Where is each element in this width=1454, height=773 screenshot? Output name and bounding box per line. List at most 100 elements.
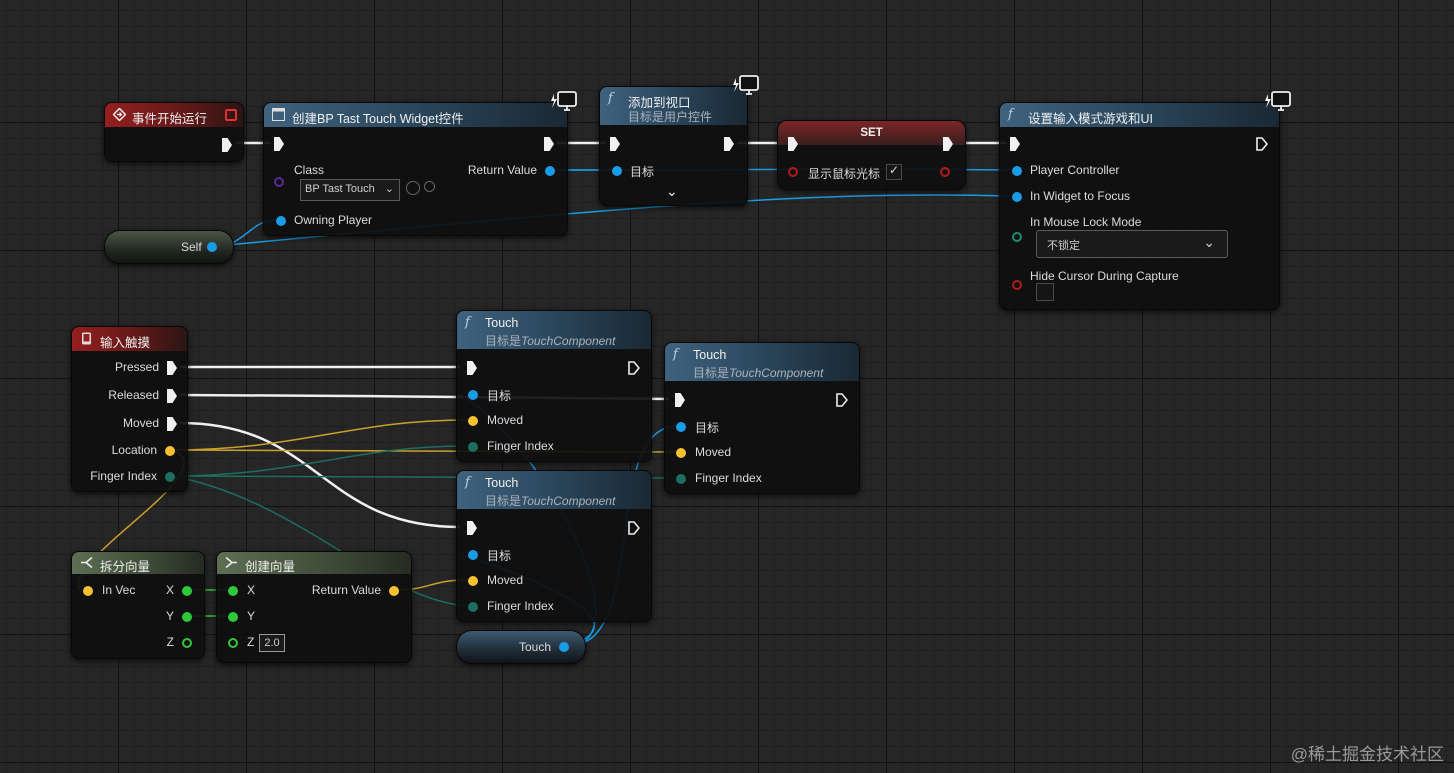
exec-wire [179,421,461,529]
node-subtitle-prefix: 目标是 [485,334,522,348]
x-out-pin[interactable] [182,586,192,596]
node-set-show-cursor[interactable]: SET 显示鼠标光标 ✓ [777,120,966,190]
widget-focus-label: In Widget to Focus [1030,189,1131,203]
x-in-pin[interactable] [228,586,238,596]
moved-exec-pin[interactable] [167,417,177,431]
exec-out-pin[interactable] [544,137,554,151]
class-dropdown[interactable]: BP Tast Touch ⌄ [300,179,400,201]
released-exec-pin[interactable] [167,389,177,403]
show-cursor-checkbox[interactable]: ✓ [886,163,902,180]
node-touch-moved[interactable]: f Touch 目标是TouchComponent 目标 Moved Finge… [456,470,652,622]
class-pin[interactable] [274,177,284,187]
node-title: SET [860,127,883,139]
bool-in-pin[interactable] [788,167,798,177]
finger-index-pin[interactable] [165,472,175,482]
location-pin[interactable] [165,446,175,456]
bool-out-pin[interactable] [940,167,950,177]
node-touch-released[interactable]: f Touch 目标是TouchComponent 目标 Moved Finge… [664,342,860,494]
widget-focus-pin[interactable] [1012,192,1022,202]
return-value-pin[interactable] [389,586,399,596]
moved-pin[interactable] [676,448,686,458]
node-touch-pressed[interactable]: f Touch 目标是TouchComponent 目标 Moved Finge… [456,310,652,462]
function-icon: f [465,315,470,330]
hide-cursor-pin[interactable] [1012,280,1022,290]
y-out-pin[interactable] [182,612,192,622]
node-input-touch[interactable]: 输入触摸 Pressed Released Moved Location Fin… [71,326,188,492]
class-value: BP Tast Touch [305,183,375,195]
finger-index-label: Finger Index [487,599,554,613]
pressed-exec-pin[interactable] [167,361,177,375]
node-event-begin-play[interactable]: 事件开始运行 [104,102,244,162]
browse-icon[interactable] [406,181,420,195]
finger-index-pin[interactable] [468,602,478,612]
search-icon[interactable] [424,181,435,192]
z-out-pin[interactable] [182,638,192,648]
z-in-pin[interactable] [228,638,238,648]
mouse-lock-dropdown[interactable]: 不锁定 ⌄ [1036,230,1228,258]
target-pin[interactable] [676,422,686,432]
return-value-label: Return Value [467,163,537,177]
node-subtitle-class: TouchComponent [521,494,616,508]
node-self[interactable]: Self [104,230,234,264]
in-vec-pin[interactable] [83,586,93,596]
mouse-lock-value: 不锁定 [1047,240,1080,252]
node-title: 设置输入模式游戏和UI [1028,112,1154,126]
return-value-pin[interactable] [545,166,555,176]
exec-out-pin[interactable] [724,137,734,151]
z-label: Z [247,635,255,649]
delegate-pin[interactable] [225,109,237,121]
mouse-lock-pin[interactable] [1012,232,1022,242]
node-set-input-mode[interactable]: f 设置输入模式游戏和UI Player Controller In Widge… [999,102,1280,310]
node-touch-variable[interactable]: Touch [456,630,586,664]
finger-index-label: Finger Index [90,469,157,483]
finger-index-pin[interactable] [468,442,478,452]
node-break-vector[interactable]: 拆分向量 In Vec X Y Z [71,551,205,659]
player-controller-pin[interactable] [1012,166,1022,176]
exec-in-pin[interactable] [675,393,685,407]
node-add-to-viewport[interactable]: f 添加到视口 目标是用户控件 目标 ⌄ [599,86,748,206]
node-make-vector[interactable]: 创建向量 X Y Z 2.0 Return Value [216,551,412,663]
exec-out-pin[interactable] [836,393,848,407]
dropdown-icon: ⌄ [1203,234,1215,250]
exec-out-pin[interactable] [628,361,640,375]
exec-out-pin[interactable] [1256,137,1268,151]
released-label: Released [108,388,159,402]
chevron-down-icon[interactable]: ⌄ [666,183,678,199]
exec-out-pin[interactable] [628,521,640,535]
target-pin[interactable] [468,550,478,560]
z-value-input[interactable]: 2.0 [259,634,285,652]
exec-out-pin[interactable] [943,137,953,151]
exec-out-pin[interactable] [222,138,232,152]
target-pin[interactable] [468,390,478,400]
moved-label: Moved [695,445,732,459]
self-out-pin[interactable] [207,242,217,252]
node-create-widget[interactable]: 创建BP Tast Touch Widget控件 Class BP Tast T… [263,102,568,236]
moved-pin[interactable] [468,576,478,586]
moved-label: Moved [487,573,524,587]
node-subtitle: 目标是用户控件 [628,110,713,124]
node-header: SET [778,121,965,145]
node-header: f Touch 目标是TouchComponent [665,343,859,381]
target-label: 目标 [695,421,720,435]
y-in-pin[interactable] [228,612,238,622]
exec-in-pin[interactable] [274,137,284,151]
node-subtitle-class: TouchComponent [521,334,616,348]
moved-pin[interactable] [468,416,478,426]
owning-player-pin[interactable] [276,216,286,226]
target-pin[interactable] [612,166,622,176]
function-icon: f [1008,107,1013,122]
hide-cursor-checkbox[interactable] [1036,283,1054,301]
node-title: 添加到视口 [628,96,691,110]
exec-in-pin[interactable] [788,137,798,151]
exec-in-pin[interactable] [610,137,620,151]
node-header: f Touch 目标是TouchComponent [457,311,651,349]
touch-variable-out-pin[interactable] [559,642,569,652]
exec-in-pin[interactable] [467,361,477,375]
exec-in-pin[interactable] [1010,137,1020,151]
exec-in-pin[interactable] [467,521,477,535]
function-icon: f [608,91,613,106]
moved-label: Moved [487,413,524,427]
break-vector-icon [81,556,93,569]
node-subtitle-prefix: 目标是 [485,494,522,508]
finger-index-pin[interactable] [676,474,686,484]
